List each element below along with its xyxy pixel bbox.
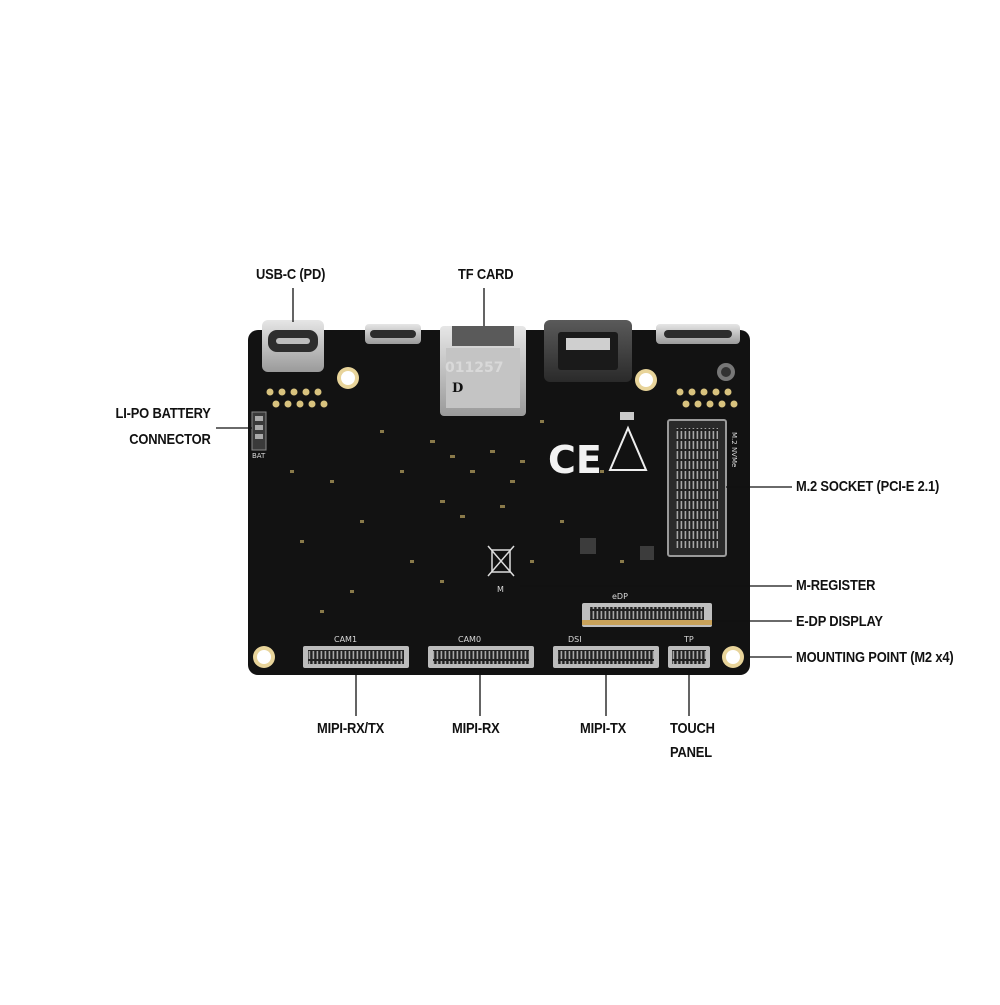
tp-silkscreen: TP xyxy=(683,635,694,644)
touch-panel-label-line1: TOUCH xyxy=(670,720,715,737)
m-register-label: M-REGISTER xyxy=(796,577,876,594)
battery-label-line2: CONNECTOR xyxy=(129,431,212,448)
ic-chips xyxy=(580,412,654,560)
mipi-rx-tx-label: MIPI-RX/TX xyxy=(317,720,385,737)
usb-c-label: USB-C (PD) xyxy=(256,266,326,283)
tp-connector-graphic xyxy=(668,646,710,668)
touch-panel-label-line2: PANEL xyxy=(670,744,712,761)
tf-card-label: TF CARD xyxy=(458,266,514,283)
cam0-connector-graphic xyxy=(428,646,534,668)
mounting-holes xyxy=(253,363,744,668)
usb-c-port-3 xyxy=(656,324,740,344)
mounting-point-label: MOUNTING POINT (M2 x4) xyxy=(796,649,954,666)
usb-c-port-2 xyxy=(365,324,421,344)
mipi-tx-label: MIPI-TX xyxy=(580,720,627,737)
dsi-silkscreen: DSI xyxy=(568,635,582,644)
m2-silkscreen: M.2 NVMe xyxy=(730,432,738,467)
ce-mark: CE xyxy=(548,438,602,482)
warning-triangle-icon xyxy=(608,425,648,471)
soc-components xyxy=(290,420,624,613)
cam1-silkscreen: CAM1 xyxy=(334,635,357,644)
tf-card-number: 011257 xyxy=(445,360,503,376)
dsi-connector-graphic xyxy=(553,646,659,668)
edp-connector-graphic xyxy=(582,603,712,627)
m-silkscreen: M xyxy=(497,585,504,594)
weee-bin-icon xyxy=(487,545,515,577)
tf-card-slot xyxy=(440,326,526,416)
ethernet-port xyxy=(544,320,632,382)
battery-connector xyxy=(251,411,267,451)
battery-label-line1: LI-PO BATTERY xyxy=(115,405,211,422)
tf-card-code: D xyxy=(452,381,463,396)
m2-socket-graphic xyxy=(667,419,727,557)
mipi-rx-label: MIPI-RX xyxy=(452,720,500,737)
cam0-silkscreen: CAM0 xyxy=(458,635,481,644)
m2-socket-label: M.2 SOCKET (PCI-E 2.1) xyxy=(796,478,940,495)
callout-lines xyxy=(216,288,792,716)
edp-silkscreen: eDP xyxy=(612,592,628,601)
edp-display-label: E-DP DISPLAY xyxy=(796,613,883,630)
bat-silkscreen: BAT xyxy=(252,452,266,460)
cam1-connector-graphic xyxy=(303,646,409,668)
header-pads xyxy=(266,388,738,408)
usb-c-port xyxy=(262,320,324,372)
